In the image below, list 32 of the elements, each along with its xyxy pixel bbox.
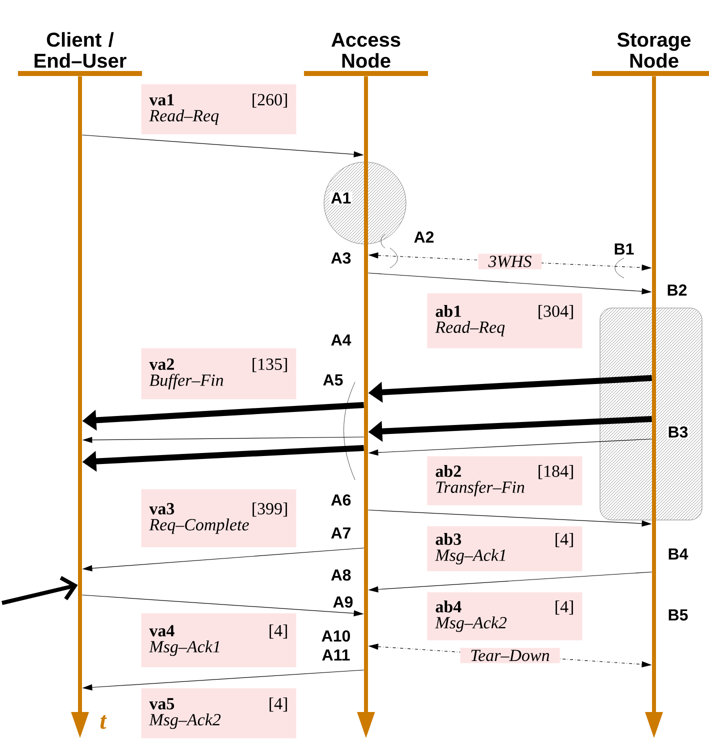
message-box: ab2 [184] Transfer–Fin	[427, 456, 582, 506]
message-box: va1 [260] Read–Req	[141, 84, 296, 134]
point-label: A8	[330, 568, 352, 582]
message-box: ab1 [304] Read–Req	[427, 293, 582, 348]
node-label: Client / End–User	[34, 32, 126, 68]
node-label: Access Node	[331, 32, 400, 68]
edge-label: 3WHS	[478, 254, 542, 270]
point-label: A7	[330, 526, 352, 540]
message-box: va5 [4] Msg–Ack2	[141, 688, 296, 738]
point-label: A9	[332, 595, 354, 609]
edge-label: Tear–Down	[460, 648, 560, 664]
point-label: A10	[320, 629, 352, 643]
message-box: ab4 [4] Msg–Ack2	[427, 592, 582, 640]
message-box: va3 [399] Req–Complete	[141, 489, 296, 548]
point-label: B1	[612, 242, 636, 256]
time-label: t	[100, 715, 107, 729]
node-label: Storage Node	[617, 32, 691, 68]
point-label: A3	[330, 251, 352, 265]
message-box: ab3 [4] Msg–Ack1	[427, 526, 582, 572]
point-label: A4	[330, 334, 352, 346]
point-label: A2	[412, 230, 436, 244]
point-label: A5	[322, 373, 344, 387]
point-label: A1	[330, 192, 352, 204]
point-label: B4	[666, 548, 690, 560]
point-label: B2	[666, 283, 688, 297]
annotation-arrow	[2, 576, 78, 605]
message-box: va2 [135] Buffer–Fin	[141, 348, 296, 400]
point-label: A6	[330, 493, 352, 507]
message-box: va4 [4] Msg–Ack1	[141, 613, 296, 668]
point-label: B3	[666, 425, 690, 439]
point-label: B5	[666, 608, 690, 622]
point-label: A11	[320, 648, 352, 662]
